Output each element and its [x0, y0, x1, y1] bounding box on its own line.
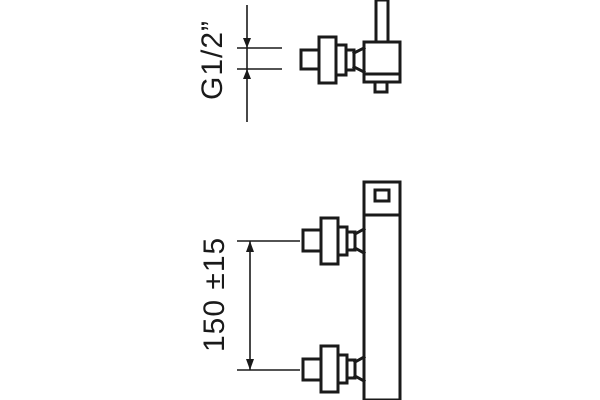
side-rod: [374, 0, 390, 44]
lower-taper-top: [352, 354, 367, 365]
side-view: G1/2”: [196, 0, 402, 122]
side-body: [362, 0, 402, 94]
front-body-block: [362, 180, 402, 400]
upper-pipe-stub: [301, 228, 323, 253]
lower-collar-ring: [345, 358, 357, 380]
thread-arrow-lower: [243, 69, 251, 79]
side-connector: [299, 35, 367, 85]
side-pipe-stub: [299, 48, 321, 71]
front-connector-upper: [301, 216, 367, 266]
thread-size-label: G1/2”: [196, 20, 229, 100]
upper-hex-nut: [319, 216, 340, 266]
lower-hex-nut: [319, 344, 340, 394]
side-taper-bottom: [351, 64, 367, 75]
center-distance-dimension: 150 ±15: [198, 237, 300, 371]
side-outlet: [373, 80, 389, 94]
front-body: [362, 180, 402, 400]
upper-taper-top: [352, 226, 367, 237]
upper-taper-bottom: [352, 245, 367, 256]
lower-taper-bottom: [352, 373, 367, 384]
front-connector-lower: [301, 344, 367, 394]
front-control-window: [373, 188, 391, 203]
side-taper-top: [351, 45, 367, 56]
thread-arrow-upper: [243, 38, 251, 48]
side-collar-ring: [344, 48, 356, 72]
side-body-block: [362, 40, 402, 84]
lower-pipe-stub: [301, 357, 323, 382]
front-view: 150 ±15: [198, 180, 402, 400]
thread-dimension: G1/2”: [196, 5, 282, 122]
center-arrow-lower: [246, 359, 254, 370]
center-arrow-upper: [246, 241, 254, 252]
side-hex-nut: [317, 35, 338, 85]
center-distance-label: 150 ±15: [198, 237, 231, 352]
upper-collar-ring: [345, 230, 357, 252]
